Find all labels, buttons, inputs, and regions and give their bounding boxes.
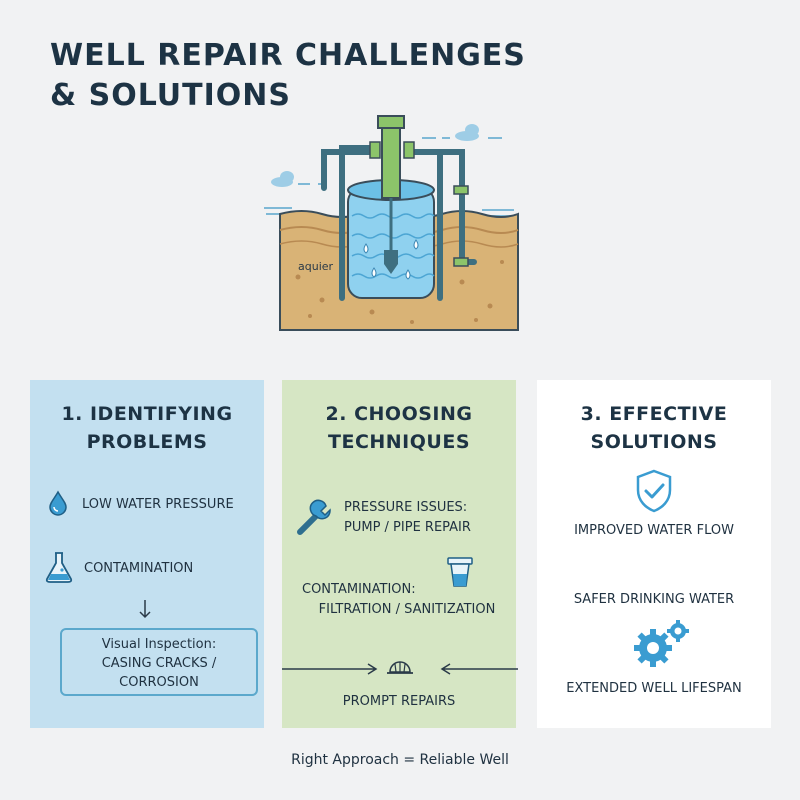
pump-column: [377, 115, 405, 274]
panel-identifying-problems: 1. IDENTIFYING PROBLEMS LOW WATER PRESSU…: [30, 380, 264, 728]
panel-heading-line-2: PROBLEMS: [86, 431, 208, 453]
inspection-line-3: CORROSION: [119, 675, 199, 690]
hard-hat-icon: [387, 661, 413, 674]
flask-icon: [45, 552, 73, 583]
panel-choosing-techniques: 2. CHOOSING TECHNIQUES PRESSURE ISSUES: …: [282, 380, 516, 728]
arrow-left-icon: [440, 663, 518, 675]
panel-heading: 1. IDENTIFYING PROBLEMS: [30, 400, 264, 456]
contamination-line-2: FILTRATION / SANITIZATION: [318, 602, 496, 617]
item-low-water-pressure: LOW WATER PRESSURE: [82, 497, 234, 512]
inspection-line-1: Visual Inspection:: [101, 637, 217, 652]
panel-heading: 3. EFFECTIVE SOLUTIONS: [537, 400, 771, 456]
prompt-repairs-text: PROMPT REPAIRS: [342, 694, 456, 709]
panel-heading-line-2: TECHNIQUES: [328, 431, 470, 453]
panel-effective-solutions: 3. EFFECTIVE SOLUTIONS IMPROVED WATER FL…: [537, 380, 771, 728]
arrow-down-icon: [139, 600, 151, 619]
water-drops: [363, 239, 419, 280]
contamination-line-1: CONTAMINATION:: [302, 582, 416, 597]
water-drop-icon: [49, 490, 67, 516]
inspection-line-2: CASING CRACKS /: [101, 656, 217, 671]
shield-check-icon: [636, 469, 672, 513]
solution-safer-drinking-water: SAFER DRINKING WATER: [573, 592, 735, 607]
page-title: WELL REPAIR CHALLENGES & SOLUTIONS: [50, 36, 526, 116]
wrench-icon: [297, 499, 331, 535]
panel-heading-line-1: 2. CHOOSING: [325, 403, 473, 425]
panel-heading-line-1: 3. EFFECTIVE: [580, 403, 728, 425]
aquifer-label: aquier: [298, 260, 334, 273]
panel-heading-line-1: 1. IDENTIFYING: [61, 403, 233, 425]
filter-icon: [447, 557, 473, 587]
cloud-icon: [271, 124, 479, 187]
contamination-technique-text: CONTAMINATION: FILTRATION / SANITIZATION: [302, 580, 512, 620]
well-illustration: aquier: [264, 115, 519, 331]
item-contamination: CONTAMINATION: [84, 561, 194, 576]
title-line-2: & SOLUTIONS: [50, 78, 291, 113]
panel-heading: 2. CHOOSING TECHNIQUES: [282, 400, 516, 456]
pressure-issues-text: PRESSURE ISSUES: PUMP / PIPE REPAIR: [344, 498, 471, 538]
footer-tagline: Right Approach = Reliable Well: [291, 752, 509, 768]
visual-inspection-box: Visual Inspection: CASING CRACKS / CORRO…: [60, 628, 258, 696]
pipe-valves: [369, 141, 469, 267]
solution-extended-well-lifespan: EXTENDED WELL LIFESPAN: [566, 681, 742, 696]
gears-icon: [634, 620, 689, 667]
arrow-right-icon: [282, 663, 378, 675]
pressure-line-2: PUMP / PIPE REPAIR: [344, 520, 471, 535]
pressure-line-1: PRESSURE ISSUES:: [344, 500, 468, 515]
solution-improved-water-flow: IMPROVED WATER FLOW: [574, 523, 734, 538]
title-line-1: WELL REPAIR CHALLENGES: [50, 38, 526, 73]
panel-heading-line-2: SOLUTIONS: [590, 431, 718, 453]
